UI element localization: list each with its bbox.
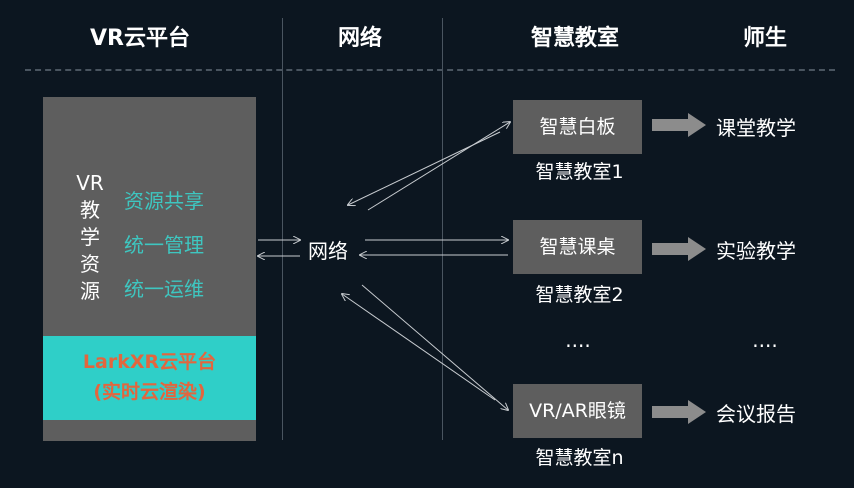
column-divider-1	[282, 18, 283, 440]
vr-title-char: R	[89, 171, 104, 195]
ellipsis-use-cases: ....	[752, 328, 778, 352]
header-divider	[25, 69, 835, 71]
arrow-whiteboard-to-network	[348, 131, 501, 205]
vr-title-char: 教	[80, 198, 100, 222]
arrow-desk-to-lab	[652, 237, 706, 261]
feature-unified-management: 统一管理	[124, 233, 204, 257]
vr-title-char: 学	[80, 225, 100, 249]
classroom-label-2: 智慧教室2	[535, 284, 624, 306]
classroom-label-n: 智慧教室n	[535, 447, 624, 469]
use-case-classroom-teaching: 课堂教学	[716, 116, 796, 140]
arrow-glasses-to-meeting	[652, 400, 706, 424]
device-box-smart-desk: 智慧课桌	[513, 220, 642, 274]
larkxr-title: LarkXR云平台	[82, 351, 217, 373]
feature-resource-sharing: 资源共享	[124, 189, 204, 213]
larkxr-cloud-platform-box: LarkXR云平台 (实时云渲染)	[43, 336, 256, 420]
header-teachers-students: 师生	[742, 26, 787, 51]
column-divider-2	[442, 18, 443, 440]
header-vr-platform: VR云平台	[90, 26, 190, 51]
arrow-network-to-whiteboard	[367, 122, 510, 211]
header-network: 网络	[337, 26, 382, 51]
vr-title-char: V	[76, 171, 90, 195]
feature-unified-operations: 统一运维	[124, 277, 204, 301]
vr-title-char: 源	[80, 279, 100, 303]
ellipsis-classrooms: ....	[565, 328, 591, 352]
arrow-glasses-to-network	[342, 294, 496, 401]
header-smart-classroom: 智慧教室	[530, 26, 619, 51]
device-box-smart-whiteboard: 智慧白板	[513, 100, 642, 154]
larkxr-subtitle: (实时云渲染)	[93, 381, 206, 403]
vr-title-char: 资	[80, 252, 100, 276]
network-node-label: 网络	[308, 239, 348, 263]
use-case-lab-teaching: 实验教学	[716, 239, 796, 263]
vr-teaching-resources-label: VR 教 学 资 源	[72, 170, 108, 305]
arrow-network-to-glasses	[361, 284, 508, 410]
arrow-whiteboard-to-teaching	[652, 113, 706, 137]
device-box-vr-ar-glasses: VR/AR眼镜	[513, 384, 642, 438]
use-case-meeting-report: 会议报告	[716, 402, 796, 426]
classroom-label-1: 智慧教室1	[535, 161, 624, 183]
